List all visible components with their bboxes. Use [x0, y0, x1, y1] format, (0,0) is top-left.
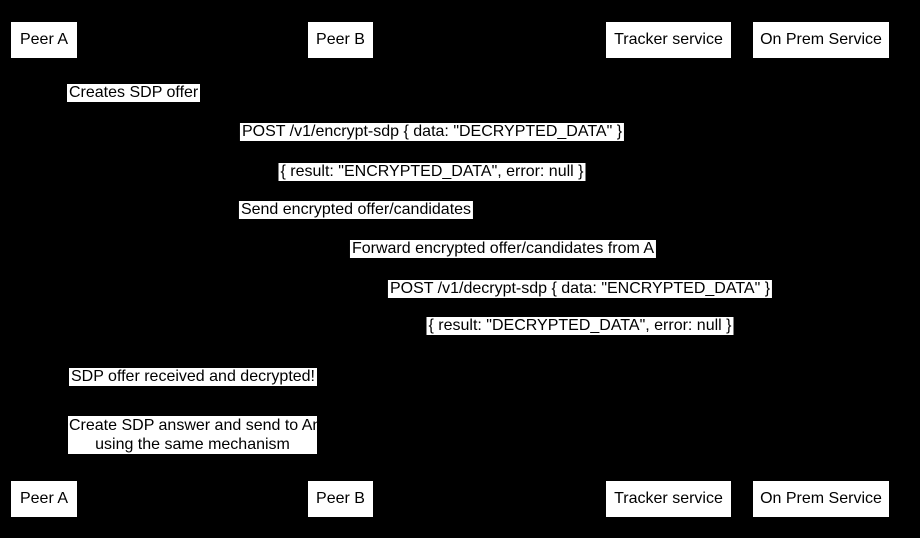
message-sdp-offer-received: SDP offer received and decrypted! — [69, 368, 317, 386]
note-create-sdp-answer: Create SDP answer and send to An using t… — [68, 416, 322, 454]
actor-on-prem-service-bottom: On Prem Service — [753, 481, 889, 517]
actor-on-prem-service-top: On Prem Service — [753, 22, 889, 58]
actor-peer-a-top: Peer A — [11, 22, 77, 58]
actor-peer-a-bottom: Peer A — [11, 481, 77, 517]
note-line-1: Create SDP answer and send to An — [69, 417, 322, 434]
actor-peer-b-bottom: Peer B — [308, 481, 373, 517]
note-line-2: using the same mechanism — [95, 436, 290, 453]
actor-tracker-service-top: Tracker service — [606, 22, 731, 58]
message-decrypt-sdp-response: { result: "DECRYPTED_DATA", error: null … — [426, 317, 734, 335]
message-send-encrypted-offer: Send encrypted offer/candidates — [238, 201, 474, 219]
message-decrypt-sdp-request: POST /v1/decrypt-sdp { data: "ENCRYPTED_… — [387, 280, 773, 298]
actor-tracker-service-bottom: Tracker service — [606, 481, 731, 517]
message-forward-encrypted-offer: Forward encrypted offer/candidates from … — [349, 240, 657, 258]
message-encrypt-sdp-request: POST /v1/encrypt-sdp { data: "DECRYPTED_… — [239, 123, 625, 141]
actor-peer-b-top: Peer B — [308, 22, 373, 58]
message-encrypt-sdp-response: { result: "ENCRYPTED_DATA", error: null … — [278, 163, 586, 181]
message-creates-sdp-offer: Creates SDP offer — [67, 84, 201, 102]
